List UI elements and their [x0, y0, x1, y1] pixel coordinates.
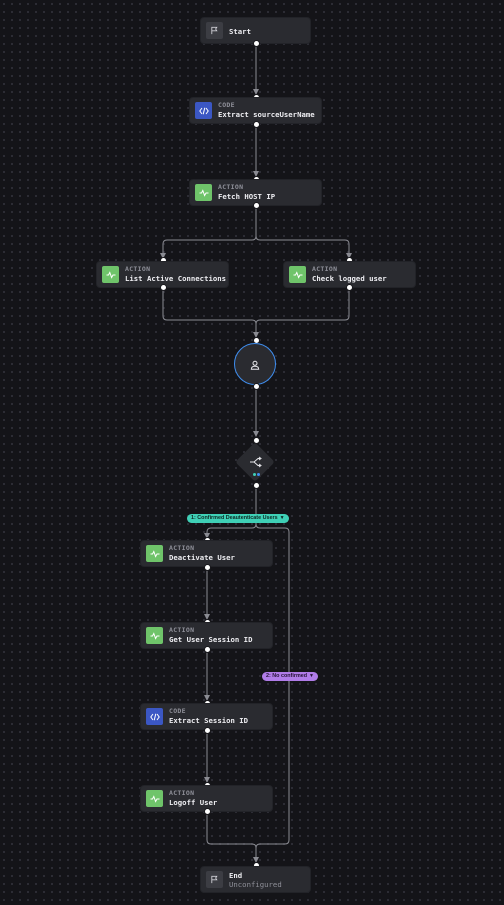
user-icon — [250, 355, 260, 374]
chevron-down-icon: ▼ — [279, 515, 285, 521]
output-port[interactable] — [252, 121, 260, 128]
code-icon — [146, 708, 163, 725]
node-type: ACTION — [218, 183, 244, 191]
code-node-extract-session-id[interactable]: CODE Extract Session ID — [141, 704, 272, 729]
node-title: Logoff User — [169, 798, 218, 807]
activity-icon — [146, 627, 163, 644]
action-node-logoff-user[interactable]: ACTION Logoff User — [141, 786, 272, 811]
node-title: Deactivate User — [169, 553, 235, 562]
chevron-down-icon: ▼ — [309, 673, 314, 679]
node-title: Extract sourceUserName — [218, 110, 315, 119]
activity-icon — [102, 266, 119, 283]
output-port[interactable] — [203, 808, 211, 815]
node-title: Extract Session ID — [169, 716, 249, 725]
node-title: Fetch HOST IP — [218, 192, 276, 201]
activity-icon — [146, 545, 163, 562]
output-port[interactable] — [203, 727, 211, 734]
output-port[interactable] — [252, 40, 260, 47]
node-type: ACTION — [125, 265, 151, 273]
node-title: End — [229, 870, 243, 880]
node-title: Check logged user — [312, 274, 387, 283]
flag-icon — [206, 871, 223, 888]
edge-fetch-list — [160, 206, 257, 259]
edge-fetch-check — [255, 235, 352, 259]
node-type: CODE — [218, 101, 235, 109]
branch1-indicator — [253, 473, 256, 476]
edge-logoff-end — [206, 812, 259, 863]
branch-icon — [250, 456, 262, 468]
start-node[interactable]: Start — [201, 18, 310, 43]
activity-icon — [146, 790, 163, 807]
user-approval-node[interactable] — [234, 343, 276, 385]
action-node-deactivate-user[interactable]: ACTION Deactivate User — [141, 541, 272, 566]
node-title: Get User Session ID — [169, 635, 253, 644]
branch1-label: 1: Confirmed Deautenticate Users — [191, 515, 278, 521]
branch2-indicator — [257, 473, 260, 476]
node-type: ACTION — [169, 789, 195, 797]
edge-cond-branch1 — [204, 486, 257, 539]
node-subtitle: Unconfigured — [229, 880, 282, 889]
branch2-label: 2: No confirmed — [266, 673, 308, 679]
output-port[interactable] — [252, 202, 260, 209]
output-port[interactable] — [252, 482, 260, 489]
output-port[interactable] — [159, 284, 167, 291]
action-node-check-logged-user[interactable]: ACTION Check logged user — [284, 262, 415, 287]
code-node-extract-username[interactable]: CODE Extract sourceUserName — [190, 98, 321, 123]
node-title: Start — [229, 26, 251, 36]
output-port[interactable] — [203, 564, 211, 571]
branch1-label-pill[interactable]: 1: Confirmed Deautenticate Users▼ — [187, 514, 289, 523]
action-node-fetch-host-ip[interactable]: ACTION Fetch HOST IP — [190, 180, 321, 205]
node-type: ACTION — [169, 544, 195, 552]
activity-icon — [289, 266, 306, 283]
action-node-list-active-connections[interactable]: ACTION List Active Connections — [97, 262, 228, 287]
end-node[interactable]: End Unconfigured — [201, 867, 310, 892]
node-title: List Active Connections — [125, 274, 227, 283]
edge-cond-branch2 — [255, 523, 290, 849]
node-type: CODE — [169, 707, 186, 715]
flag-icon — [206, 22, 223, 39]
edge-list-wait — [162, 288, 259, 338]
branch2-label-pill[interactable]: 2: No confirmed▼ — [262, 672, 318, 681]
activity-icon — [195, 184, 212, 201]
code-icon — [195, 102, 212, 119]
edge-check-wait — [255, 288, 350, 325]
output-port[interactable] — [252, 383, 260, 390]
node-type: ACTION — [312, 265, 338, 273]
output-port[interactable] — [345, 284, 353, 291]
output-port[interactable] — [203, 646, 211, 653]
action-node-get-user-session-id[interactable]: ACTION Get User Session ID — [141, 623, 272, 648]
node-type: ACTION — [169, 626, 195, 634]
